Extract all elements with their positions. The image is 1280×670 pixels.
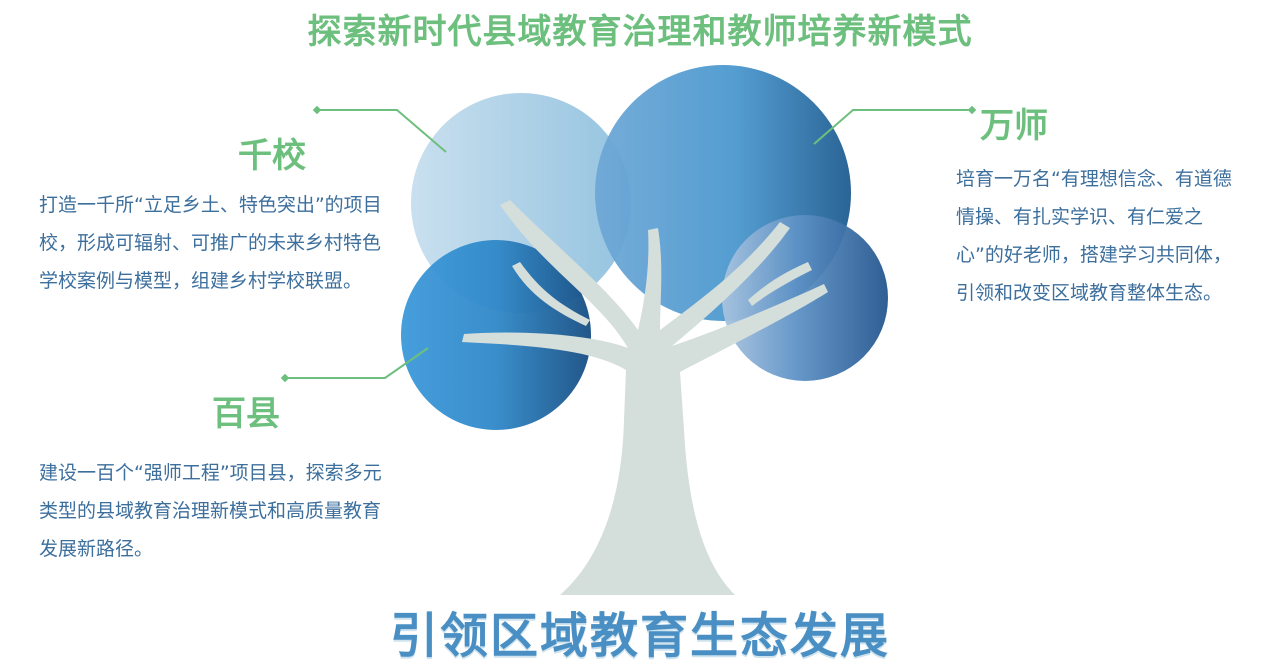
dot-baixian — [280, 373, 290, 383]
heading-wanshi: 万师 — [980, 106, 1048, 146]
heading-qianxiao: 千校 — [238, 136, 306, 176]
heading-baixian: 百县 — [212, 394, 280, 434]
tree-trunk — [462, 200, 828, 595]
bottom-title: 引领区域教育生态发展 — [389, 608, 890, 664]
dot-wanshi — [967, 105, 977, 115]
page-title: 探索新时代县域教育治理和教师培养新模式 — [307, 12, 973, 52]
connector-wanshi — [813, 109, 972, 145]
connector-qianxiao — [317, 109, 447, 153]
dot-qianxiao — [312, 105, 322, 115]
description-baixian: 建设一百个“强师工程”项目县，探索多元类型的县域教育治理新模式和高质量教育发展新… — [39, 462, 382, 560]
description-qianxiao: 打造一千所“立足乡土、特色突出”的项目校，形成可辐射、可推广的未来乡村特色学校案… — [39, 194, 382, 292]
connector-baixian — [285, 347, 429, 379]
description-wanshi: 培育一万名“有理想信念、有道德情操、有扎实学识、有仁爱之心”的好老师，搭建学习共… — [956, 168, 1232, 304]
connector-lines — [285, 109, 972, 379]
